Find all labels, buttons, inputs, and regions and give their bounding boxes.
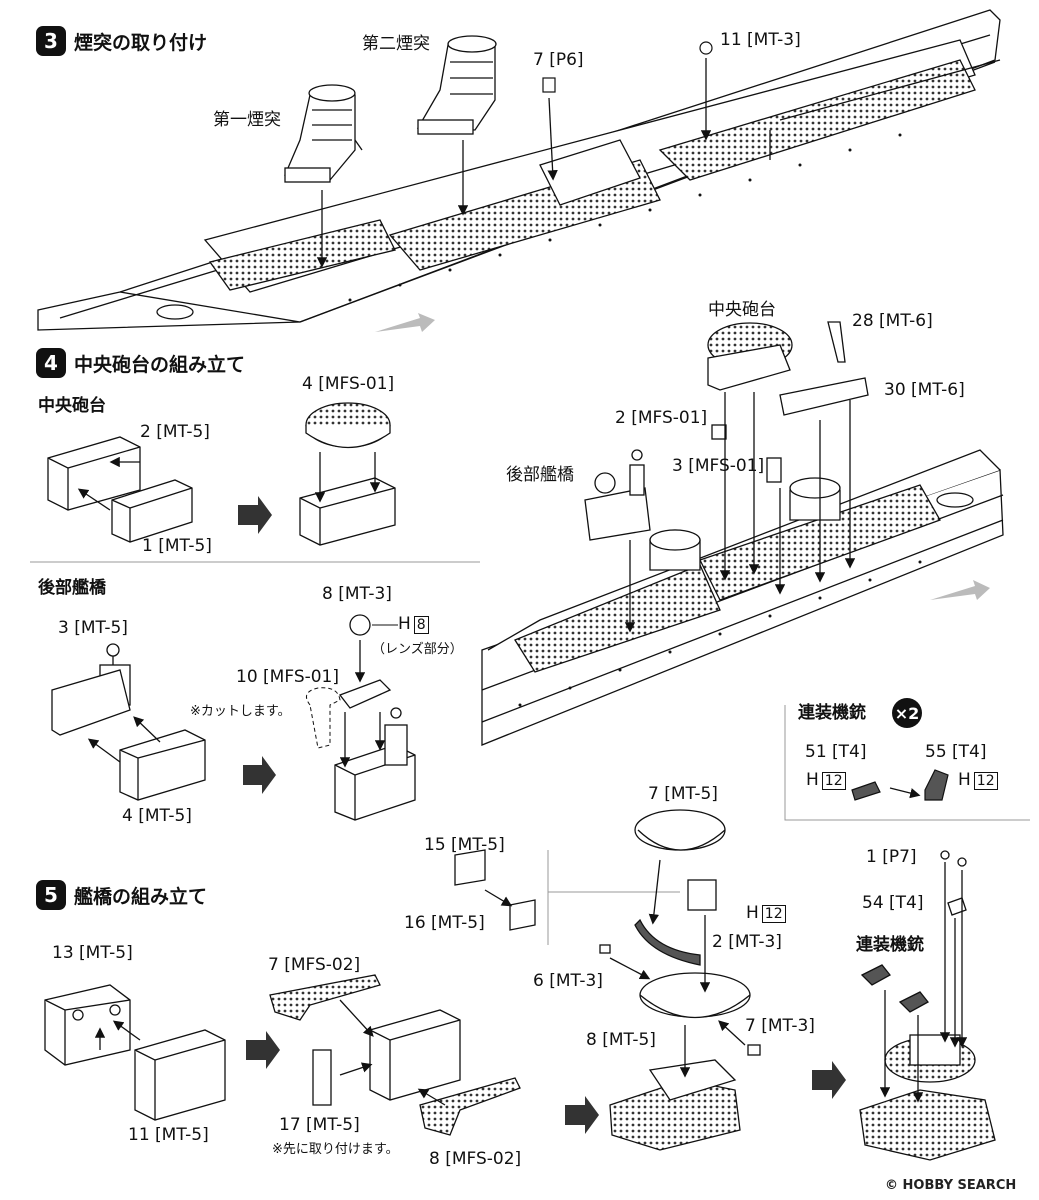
part-label: 7 [P6] [533, 50, 584, 70]
next-arrow [812, 1061, 846, 1099]
bridge-assembly [599, 809, 761, 1151]
first-funnel-art [284, 84, 363, 183]
part-label: 28 [MT-6] [852, 311, 933, 331]
part-label: 55 [T4] [925, 742, 987, 762]
step5-parts-middle [269, 849, 536, 1136]
part-label: 10 [MFS-01] [236, 667, 340, 687]
h-letter: H [958, 770, 971, 790]
direction-arrow-right [930, 580, 990, 600]
part-label: 8 [MFS-02] [429, 1149, 522, 1169]
twin-mg-parts [851, 769, 949, 801]
h-letter: H [746, 903, 759, 923]
next-arrow [243, 756, 276, 794]
h-color-number: 12 [761, 905, 786, 923]
pre-attach-note: ※先に取り付けます。 [272, 1142, 399, 1157]
step-number: 5 [36, 880, 66, 910]
hull-mid [481, 449, 1004, 746]
part-label: 16 [MT-5] [404, 913, 485, 933]
step-title: 煙突の取り付け [74, 31, 208, 54]
twin-mg-title: 連装機銃 [798, 703, 866, 723]
part-label: 7 [MT-3] [745, 1016, 815, 1036]
cut-note: ※カットします。 [190, 704, 291, 719]
lens-note: （レンズ部分） [372, 642, 463, 657]
second-funnel-art [416, 35, 497, 135]
central-platform-parts [47, 402, 396, 546]
sub-heading-central-platform: 中央砲台 [38, 396, 106, 416]
h-color-number: 12 [973, 772, 998, 790]
part-label: 6 [MT-3] [533, 971, 603, 991]
watermark: © HOBBY SEARCH [885, 1178, 1017, 1193]
next-arrow [238, 496, 272, 534]
part-label: 7 [MFS-02] [268, 955, 361, 975]
part-label: 3 [MT-5] [58, 618, 128, 638]
direction-arrow-left [375, 313, 435, 332]
part-label: 11 [MT-3] [720, 30, 801, 50]
next-arrow [565, 1096, 599, 1134]
part-label: 7 [MT-5] [648, 784, 718, 804]
central-platform-label: 中央砲台 [708, 300, 776, 320]
part-label: 17 [MT-5] [279, 1115, 360, 1135]
h-letter: H [806, 770, 819, 790]
part-label: 3 [MFS-01] [672, 456, 765, 476]
part-label: 8 [MT-3] [322, 584, 392, 604]
hull-top-portholes [348, 133, 902, 302]
twin-mg-label: 連装機銃 [856, 935, 924, 955]
part-label: 2 [MT-5] [140, 422, 210, 442]
rear-bridge-label: 後部艦橋 [506, 465, 574, 485]
times-two-badge: ×2 [892, 698, 922, 728]
central-platform-top [584, 321, 869, 541]
step-5-header: 5 艦橋の組み立て [36, 880, 207, 910]
part-label: 11 [MT-5] [128, 1125, 209, 1145]
part-label: 15 [MT-5] [424, 835, 505, 855]
h-color-number: 8 [413, 616, 429, 634]
part-label: 54 [T4] [862, 893, 924, 913]
part-label: 1 [P7] [866, 847, 917, 867]
h-letter: H [398, 614, 411, 634]
step-title: 艦橋の組み立て [74, 885, 208, 908]
hull-top [37, 9, 1001, 331]
part-label: 4 [MT-5] [122, 806, 192, 826]
cut-outline [305, 687, 341, 749]
part-label: 1 [MT-5] [142, 536, 212, 556]
part-label: 8 [MT-5] [586, 1030, 656, 1050]
second-funnel-label: 第二煙突 [362, 34, 430, 54]
step-4-header: 4 中央砲台の組み立て [36, 348, 245, 378]
step-title: 中央砲台の組み立て [74, 353, 246, 376]
part-11-mt3-art [699, 41, 713, 55]
part-label: 4 [MFS-01] [302, 374, 395, 394]
part-label: 30 [MT-6] [884, 380, 965, 400]
step-number: 3 [36, 26, 66, 56]
part-label: 2 [MFS-01] [615, 408, 708, 428]
step-number: 4 [36, 348, 66, 378]
step5-parts-left [44, 984, 226, 1121]
next-arrow [246, 1031, 280, 1069]
hull-mid-portholes [518, 560, 922, 707]
part-label: 13 [MT-5] [52, 943, 133, 963]
first-funnel-label: 第一煙突 [213, 110, 281, 130]
sub-heading-rear-bridge: 後部艦橋 [38, 578, 106, 598]
part-7-p6-art [542, 77, 556, 93]
part-label: 51 [T4] [805, 742, 867, 762]
rear-bridge-parts [51, 614, 416, 821]
part-label: 2 [MT-3] [712, 932, 782, 952]
h-color-number: 12 [821, 772, 846, 790]
step-3-header: 3 煙突の取り付け [36, 26, 207, 56]
